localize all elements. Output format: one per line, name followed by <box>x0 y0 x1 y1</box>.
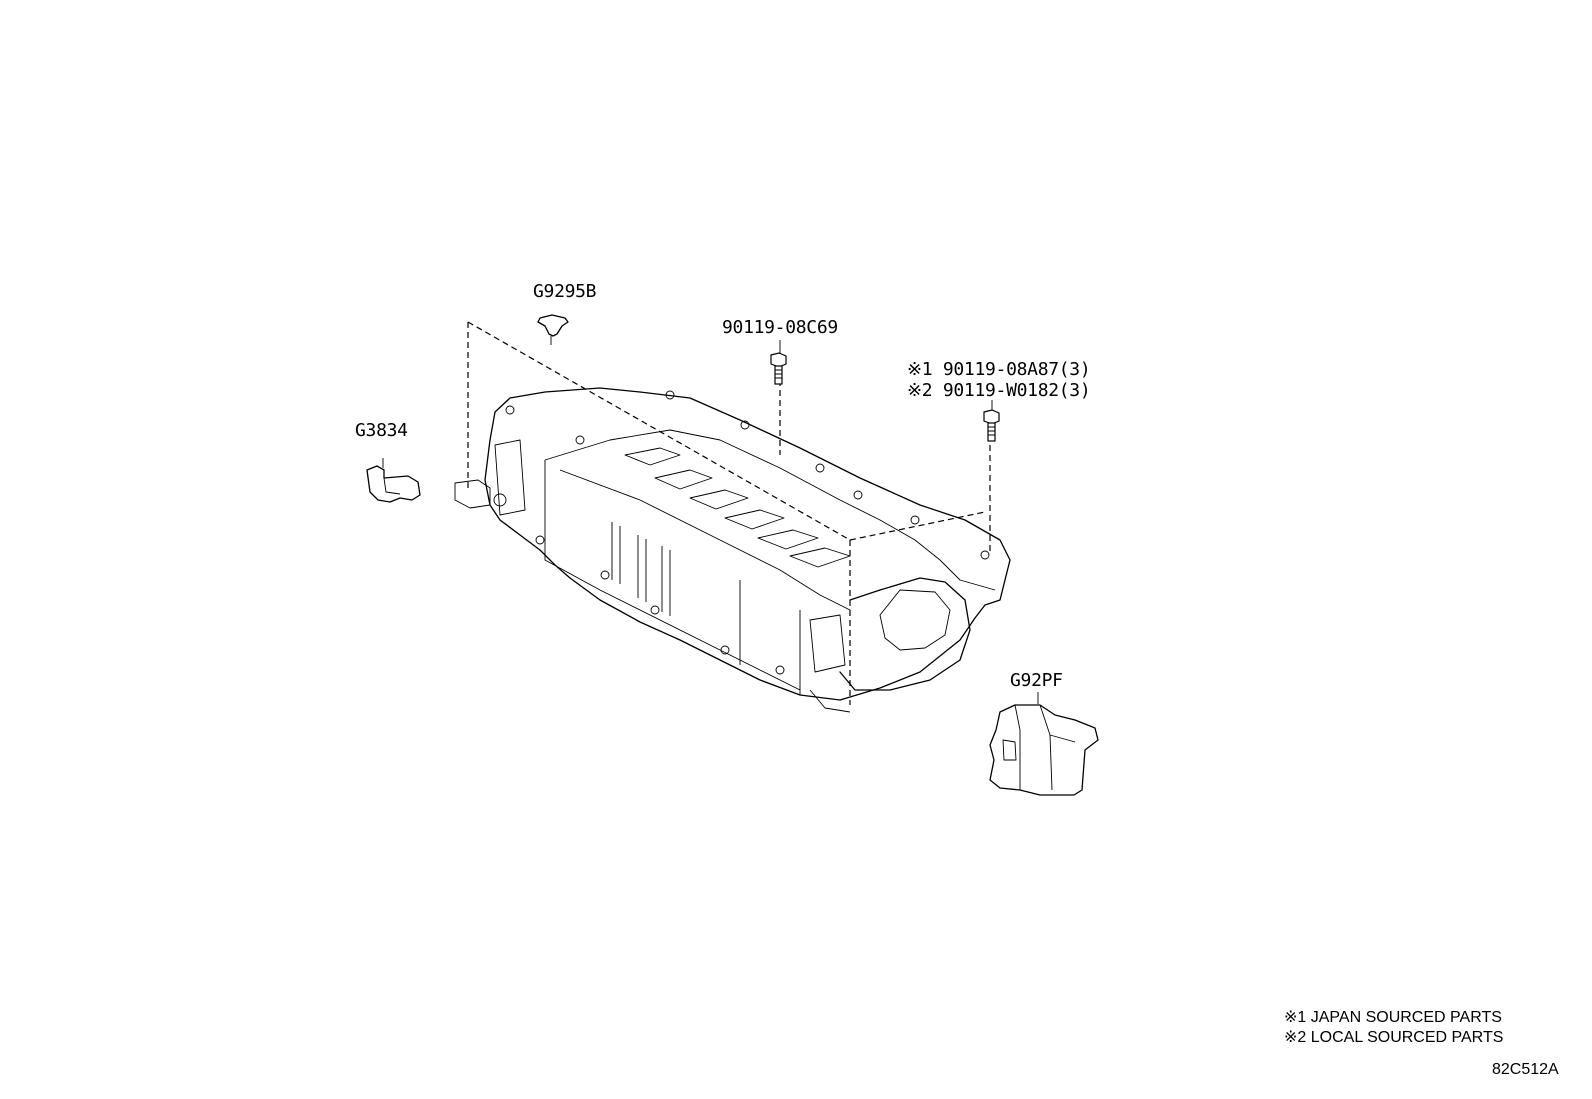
bolt-local-callout: ※2 90119-W0182(3) <box>907 380 1091 401</box>
bolt-center-part <box>770 352 787 385</box>
battery-pack <box>454 387 1011 713</box>
cover-part <box>989 692 1099 796</box>
bracket-callout: G3834 <box>355 420 408 441</box>
cover-callout: G92PF <box>1010 670 1063 691</box>
leader-lines <box>779 340 993 410</box>
japan-sourced-note: ※1 JAPAN SOURCED PARTS <box>1284 1009 1502 1026</box>
bolt-japan-callout: ※1 90119-08A87(3) <box>907 359 1091 380</box>
bracket-part <box>366 458 421 503</box>
bolt-center-callout: 90119-08C69 <box>722 317 838 338</box>
clip-callout: G9295B <box>533 281 597 302</box>
local-sourced-note: ※2 LOCAL SOURCED PARTS <box>1284 1029 1504 1046</box>
figure-code: 82C512A <box>1492 1061 1559 1078</box>
clip-part <box>537 314 569 345</box>
bolt-right-part <box>983 409 1000 442</box>
reference-dashed-lines <box>467 321 991 705</box>
